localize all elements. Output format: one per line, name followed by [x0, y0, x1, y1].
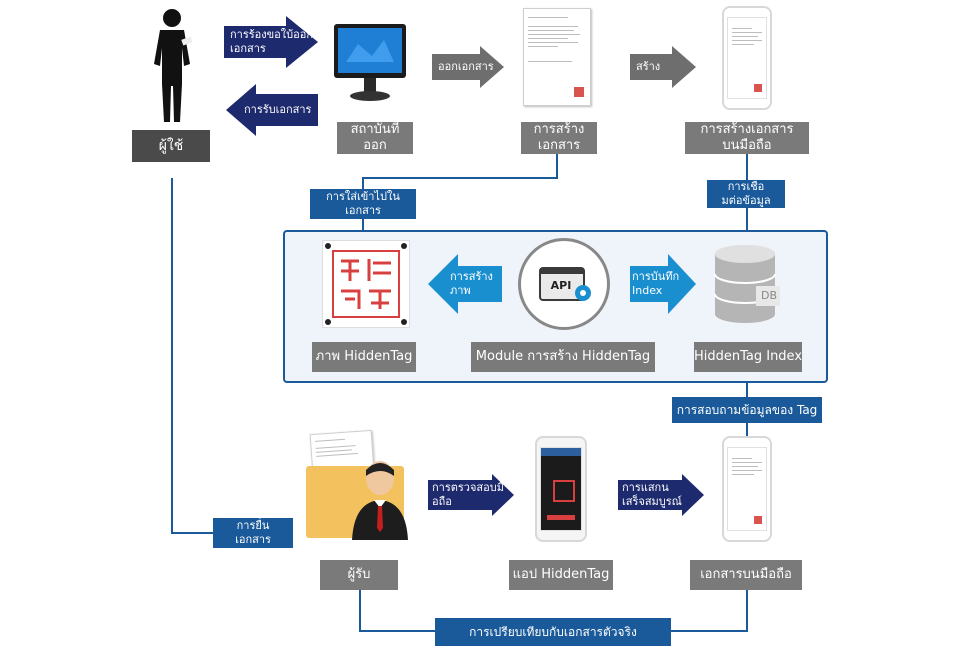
line-mobile-down	[746, 154, 748, 182]
monitor-icon	[334, 24, 406, 101]
node-mobile-doc-create: การสร้างเอกสาร บนมือถือ	[685, 122, 809, 154]
api-module-circle: API	[518, 238, 610, 330]
line-doc-down	[556, 154, 558, 178]
arrow-record-index-label: การบันทึก Index	[632, 270, 680, 297]
arrow-create-image: การสร้าง ภาพ	[428, 254, 502, 314]
arrow-create-label: สร้าง	[636, 60, 661, 73]
arrow-create: สร้าง	[630, 46, 696, 88]
label-data-connection: การเชื่อ มต่อข้อมูล	[707, 180, 785, 208]
line-user-down	[171, 178, 173, 534]
arrow-request-doc: การร้องขอใบ้ออก เอกสาร	[224, 16, 318, 68]
arrow-issue-doc: ออกเอกสาร	[432, 46, 504, 88]
hiddentag-stamp-image	[322, 240, 410, 328]
line-mobiledoc-down	[746, 590, 748, 631]
arrow-receive-doc: การรับเอกสาร	[226, 84, 318, 136]
node-app: แอป HiddenTag	[509, 560, 613, 590]
node-receiver: ผู้รับ	[320, 560, 398, 590]
arrow-request-doc-label: การร้องขอใบ้ออก เอกสาร	[230, 28, 313, 55]
mobile-doc-smartphone-icon	[722, 436, 772, 542]
line-insert-up	[362, 177, 364, 191]
node-hiddentag-image: ภาพ HiddenTag	[312, 342, 416, 372]
seal-mark-icon	[574, 87, 584, 97]
qr-scan-target-icon	[553, 480, 575, 502]
line-query-down	[746, 423, 748, 441]
node-doc-create: การสร้าง เอกสาร	[521, 122, 597, 154]
businessman-icon	[352, 461, 408, 540]
node-mobile-doc: เอกสารบนมือถือ	[690, 560, 802, 590]
line-doc-left	[362, 177, 558, 179]
line-user-submit	[171, 532, 215, 534]
paper-document-icon	[523, 8, 591, 106]
database-icon: DB	[714, 244, 780, 324]
db-text: DB	[760, 289, 778, 302]
line-connect-down	[746, 206, 748, 246]
api-text: API	[550, 279, 572, 292]
red-seal-icon	[325, 243, 407, 325]
arrow-verify-mobile-label: การตรวจสอบมื อถือ	[432, 481, 504, 508]
line-insert-down	[362, 218, 364, 240]
arrow-scan-complete: การแสกน เสร็จสมบูรณ์	[618, 474, 704, 516]
node-user: ผู้ใช้	[132, 130, 210, 162]
line-receiver-down	[359, 590, 361, 631]
app-smartphone-icon	[535, 436, 587, 542]
api-window-icon	[539, 267, 591, 301]
label-compare-original: การเปรียบเทียบกับเอกสารตัวจริง	[435, 618, 671, 646]
label-submit-doc: การยื่น เอกสาร	[213, 518, 293, 548]
node-issuer: สถาบันที่ ออก	[337, 122, 413, 154]
smartphone-icon	[722, 6, 772, 110]
user-silhouette-icon	[154, 9, 193, 122]
arrow-scan-complete-label: การแสกน เสร็จสมบูรณ์	[622, 481, 682, 508]
line-index-down	[746, 372, 748, 398]
arrow-verify-mobile: การตรวจสอบมื อถือ	[428, 474, 514, 516]
node-module: Module การสร้าง HiddenTag	[471, 342, 655, 372]
arrow-issue-doc-label: ออกเอกสาร	[438, 60, 494, 73]
arrow-receive-doc-label: การรับเอกสาร	[244, 103, 312, 116]
node-index: HiddenTag Index	[694, 342, 802, 372]
arrow-record-index: การบันทึก Index	[630, 254, 696, 314]
label-insert-into-doc: การใส่เข้าไปใน เอกสาร	[310, 189, 416, 219]
arrow-create-image-label: การสร้าง ภาพ	[450, 270, 493, 297]
label-tag-query: การสอบถามข้อมูลของ Tag	[672, 397, 822, 423]
